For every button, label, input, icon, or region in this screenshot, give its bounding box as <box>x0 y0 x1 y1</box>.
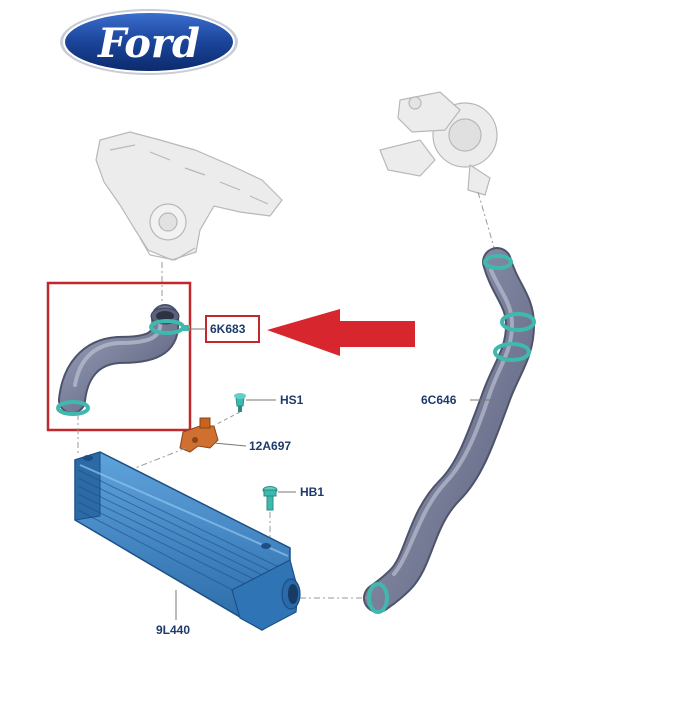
intercooler-9l440 <box>74 451 301 631</box>
sensor-12a697 <box>179 417 219 453</box>
upper-clamp-bottom <box>56 400 90 416</box>
part-label-12a697: 12A697 <box>249 439 292 453</box>
bolt-hb1 <box>262 486 278 511</box>
leader-sensor-cooler <box>129 447 187 471</box>
part-label-hs1: HS1 <box>280 393 304 407</box>
part-label-6c646: 6C646 <box>421 393 457 407</box>
screw-hs1 <box>234 393 246 412</box>
upper-hose-6k683 <box>56 304 190 416</box>
turbocharger-ghost <box>379 91 498 196</box>
highlight-label-box <box>205 315 260 343</box>
highlight-box <box>46 281 192 432</box>
part-label-9l440: 9L440 <box>156 623 191 637</box>
lower-clamp-top <box>483 254 513 270</box>
leader-screw-sensor <box>214 411 241 426</box>
lower-clamp-end <box>367 582 389 614</box>
arrow-left-icon <box>267 309 415 356</box>
lower-clamp-middle <box>500 312 536 332</box>
part-label-6k683: 6K683 <box>210 322 246 336</box>
logo-wordmark: Ford <box>97 20 200 67</box>
leader-12a697 <box>213 442 247 447</box>
lower-clamp-lower <box>493 342 531 362</box>
logo-oval <box>63 11 235 73</box>
leader-turbo <box>477 191 498 259</box>
part-label-hb1: HB1 <box>300 485 325 499</box>
ford-logo: Ford <box>60 9 238 75</box>
lower-hose-6c646 <box>363 247 536 614</box>
exhaust-manifold-ghost <box>95 131 283 261</box>
